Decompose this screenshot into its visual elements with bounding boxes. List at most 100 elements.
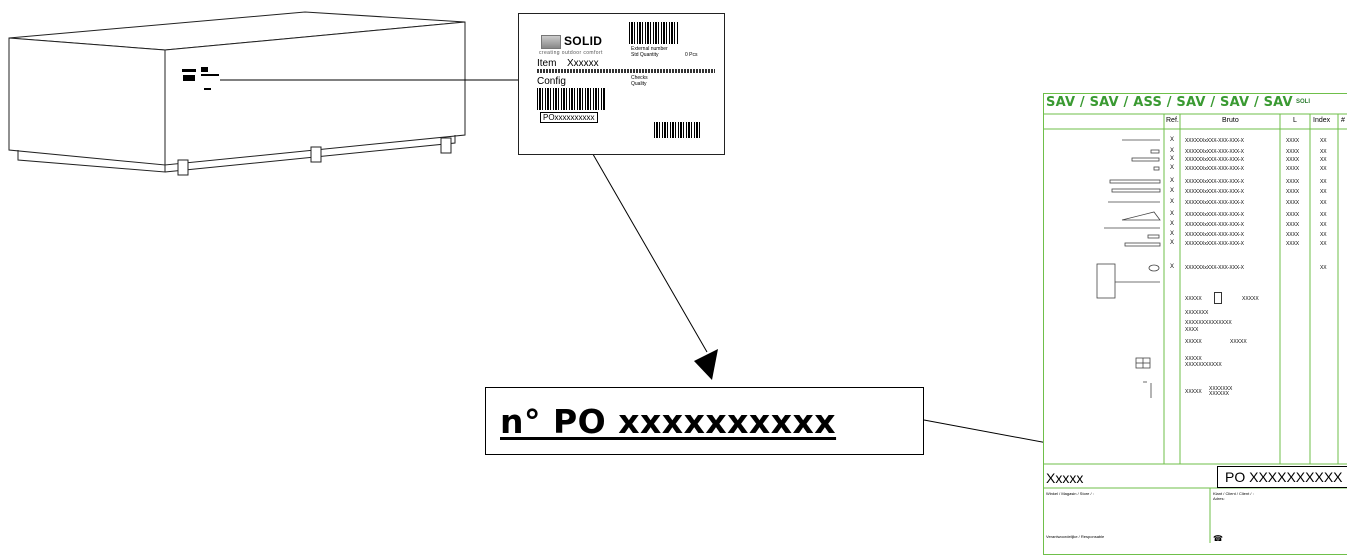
item-value: Xxxxxx bbox=[567, 58, 599, 69]
client-label: Klant / Client / Client / : bbox=[1213, 491, 1254, 496]
pcs-label: 0 Pcs bbox=[685, 52, 698, 58]
footer-po-text: PO XXXXXXXXXX bbox=[1225, 469, 1343, 485]
row-l: XXXX bbox=[1286, 232, 1299, 238]
row-index: XX bbox=[1320, 265, 1327, 271]
row-l: XXXX bbox=[1286, 200, 1299, 206]
box-label-marking bbox=[182, 67, 219, 90]
row-l: XXXX bbox=[1286, 179, 1299, 185]
config-label: Config bbox=[537, 76, 566, 87]
row-ref: X bbox=[1170, 148, 1175, 154]
row-ref: X bbox=[1170, 137, 1175, 143]
note-8b: XXXXXXX bbox=[1209, 386, 1233, 392]
row-ref: X bbox=[1170, 156, 1175, 162]
row-l: XXXX bbox=[1286, 212, 1299, 218]
row-index: XX bbox=[1320, 200, 1327, 206]
row-ref: X bbox=[1170, 221, 1175, 227]
note-5b: XXXXX bbox=[1230, 339, 1247, 345]
panel-icon bbox=[1214, 292, 1222, 304]
col-bruto: Bruto bbox=[1222, 117, 1239, 124]
note-7: XXXXXXXXXXX bbox=[1185, 362, 1222, 368]
row-index: XX bbox=[1320, 157, 1327, 163]
row-code: XXXXXXxXXX-XXX-XXX-X bbox=[1185, 138, 1244, 144]
row-index: XX bbox=[1320, 189, 1327, 195]
checks-text: Checks bbox=[631, 75, 648, 81]
po-number-callout-text: n° PO xxxxxxxxxx bbox=[500, 402, 837, 441]
arrowhead-callout bbox=[694, 349, 718, 380]
row-index: XX bbox=[1320, 138, 1327, 144]
row-index: XX bbox=[1320, 166, 1327, 172]
col-l: L bbox=[1293, 117, 1297, 124]
note-2: XXXXXXX bbox=[1185, 310, 1209, 316]
po-number-callout: n° PO xxxxxxxxxx bbox=[485, 387, 924, 455]
row-code: XXXXXXxXXX-XXX-XXX-X bbox=[1185, 179, 1244, 185]
row-ref: X bbox=[1170, 165, 1175, 171]
note-4: XXXX bbox=[1185, 327, 1199, 333]
barcode-bottom bbox=[654, 122, 700, 138]
row-l: XXXX bbox=[1286, 241, 1299, 247]
quality-text: Quality bbox=[631, 81, 647, 87]
row-code: XXXXXXxXXX-XXX-XXX-X bbox=[1185, 241, 1244, 247]
std-quantity-label: Std Quantity bbox=[631, 52, 659, 58]
footer-label: Xxxxx bbox=[1046, 470, 1084, 486]
note-5: XXXXX bbox=[1185, 339, 1202, 345]
row-l: XXXX bbox=[1286, 149, 1299, 155]
row-l: XXXX bbox=[1286, 166, 1299, 172]
address-label: Adres: bbox=[1213, 496, 1225, 501]
row-code: XXXXXXxXXX-XXX-XXX-X bbox=[1185, 212, 1244, 218]
row-index: XX bbox=[1320, 212, 1327, 218]
row-index: XX bbox=[1320, 149, 1327, 155]
row-index: XX bbox=[1320, 232, 1327, 238]
label-po-number: POxxxxxxxxxx bbox=[540, 112, 598, 123]
sheet-title: SAV / SAV / ASS / SAV / SAV / SAV bbox=[1046, 95, 1293, 110]
part-sketches bbox=[1096, 139, 1161, 398]
row-ref: X bbox=[1170, 211, 1175, 217]
row-code: XXXXXXxXXX-XXX-XXX-X bbox=[1185, 149, 1244, 155]
row-l: XXXX bbox=[1286, 138, 1299, 144]
row-code: XXXXXXxXXX-XXX-XXX-X bbox=[1185, 189, 1244, 195]
row-l: XXXX bbox=[1286, 157, 1299, 163]
item-label: Item bbox=[537, 58, 557, 69]
row-index: XX bbox=[1320, 222, 1327, 228]
brand-logo: SOLID bbox=[541, 34, 602, 49]
barcode-top bbox=[629, 22, 679, 44]
store-label: Winkel / Magasin / Store / : bbox=[1046, 491, 1094, 496]
row-ref: X bbox=[1170, 178, 1175, 184]
col-index: Index bbox=[1313, 117, 1331, 124]
sheet-grid bbox=[1043, 113, 1347, 543]
sheet-logo: SOLI bbox=[1296, 99, 1311, 105]
row-code: XXXXXXxXXX-XXX-XXX-X bbox=[1185, 157, 1244, 163]
label-separator bbox=[537, 69, 715, 73]
row-code: XXXXXXxXXX-XXX-XXX-X bbox=[1185, 265, 1244, 271]
note-3: XXXXXXXXXXXXXX bbox=[1185, 320, 1232, 326]
packaging-box bbox=[8, 11, 466, 176]
row-l: XXXX bbox=[1286, 222, 1299, 228]
row-code: XXXXXXxXXX-XXX-XXX-X bbox=[1185, 200, 1244, 206]
row-code: XXXXXXxXXX-XXX-XXX-X bbox=[1185, 232, 1244, 238]
row-ref: X bbox=[1170, 199, 1175, 205]
checks-label: Checks Quality bbox=[631, 75, 648, 87]
phone-icon: ☎ bbox=[1213, 534, 1223, 543]
footer-po-field: PO XXXXXXXXXX bbox=[1217, 466, 1347, 488]
col-hash: # bbox=[1341, 117, 1345, 124]
diagram-drawing bbox=[8, 11, 1219, 476]
note-1: XXXXX bbox=[1185, 296, 1202, 302]
note-1b: XXXXX bbox=[1242, 296, 1259, 302]
row-ref: X bbox=[1170, 240, 1175, 246]
external-number-label: External number bbox=[631, 46, 668, 52]
note-8: XXXXX bbox=[1185, 389, 1202, 395]
house-logo-icon bbox=[541, 34, 561, 49]
responsible-label: Verantwoordelijke / Responsable bbox=[1046, 534, 1105, 539]
row-ref: X bbox=[1170, 188, 1175, 194]
col-ref: Ref. bbox=[1166, 117, 1179, 124]
row-index: XX bbox=[1320, 179, 1327, 185]
barcode-po bbox=[537, 88, 605, 110]
brand-name: SOLID bbox=[564, 34, 603, 48]
row-code: XXXXXXxXXX-XXX-XXX-X bbox=[1185, 222, 1244, 228]
row-ref: X bbox=[1170, 231, 1175, 237]
note-6: XXXXX bbox=[1185, 356, 1202, 362]
row-l: XXXX bbox=[1286, 189, 1299, 195]
arrow-label-to-callout bbox=[574, 122, 708, 353]
note-8c: XXXXXX bbox=[1209, 391, 1230, 397]
brand-tagline: creating outdoor comfort bbox=[539, 50, 603, 56]
row-index: XX bbox=[1320, 241, 1327, 247]
